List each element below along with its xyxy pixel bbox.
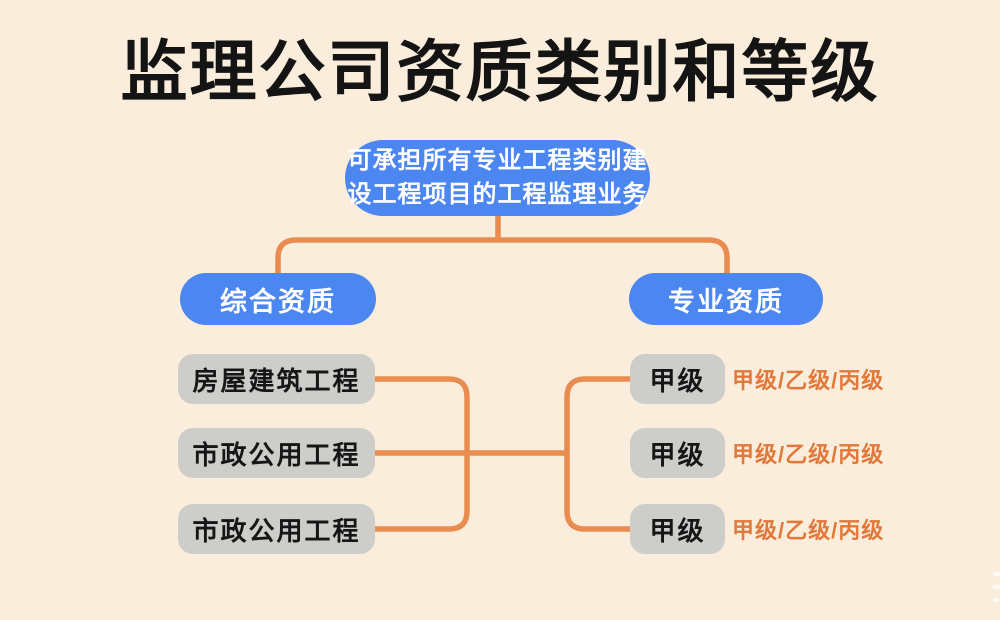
watermark-fragment: [988, 572, 1000, 612]
root-node-line2: 设工程项目的工程监理业务: [347, 181, 648, 208]
right-grade-label-2: 甲级: [649, 439, 706, 470]
root-node-line1: 可承担所有专业工程类别建: [347, 147, 648, 175]
right-grade-label-3: 甲级: [649, 515, 706, 546]
left-item-label-2: 市政公用工程: [192, 439, 361, 470]
right-levels-text-1: 甲级/乙级/丙级: [732, 368, 885, 393]
right-levels-text-3: 甲级/乙级/丙级: [732, 518, 885, 543]
left-item-box-3: 市政公用工程: [178, 504, 375, 554]
left-item-label-3: 市政公用工程: [192, 515, 361, 546]
right-grade-box-3: 甲级: [630, 504, 725, 554]
branch-pill-specialized: 专业资质: [629, 273, 823, 325]
branch-pill-specialized-label: 专业资质: [668, 286, 784, 317]
right-grade-box-1: 甲级: [630, 354, 725, 404]
right-bus-line: [564, 376, 630, 532]
branch-pill-comprehensive: 综合资质: [180, 273, 376, 325]
left-item-box-1: 房屋建筑工程: [178, 354, 375, 404]
branch-pill-comprehensive-label: 综合资质: [220, 286, 336, 317]
right-grade-label-1: 甲级: [649, 365, 706, 396]
right-levels-text-2: 甲级/乙级/丙级: [732, 442, 885, 467]
branch-trunk-line: [275, 237, 730, 276]
left-item-label-1: 房屋建筑工程: [192, 365, 361, 396]
root-node: 可承担所有专业工程类别建 设工程项目的工程监理业务: [345, 140, 650, 216]
left-item-box-2: 市政公用工程: [178, 428, 375, 478]
page-title: 监理公司资质类别和等级: [120, 35, 880, 110]
right-grade-box-2: 甲级: [630, 428, 725, 478]
